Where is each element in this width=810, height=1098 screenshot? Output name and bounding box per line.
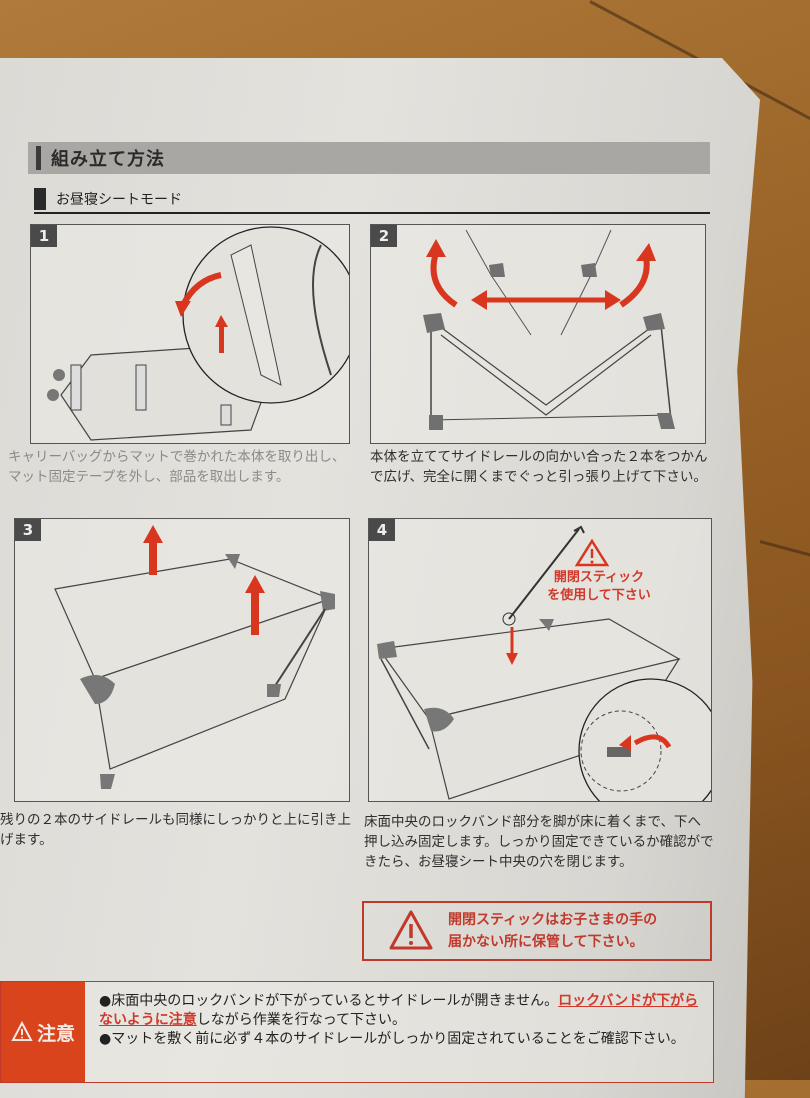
stick-callout: 開閉スティック を使用して下さい [519, 569, 679, 605]
stick-callout-line2: を使用して下さい [547, 588, 651, 603]
caution-section: 注意 ●床面中央のロックバンドが下がっているとサイドレールが開きません。ロックバ… [0, 981, 714, 1083]
stick-callout-line1: 開閉スティック [553, 570, 645, 585]
caution-label-text: 注意 [36, 1022, 75, 1045]
caution-item-1: ●床面中央のロックバンドが下がっているとサイドレールが開きません。ロックバンドが… [99, 992, 699, 1030]
caution-items: ●床面中央のロックバンドが下がっているとサイドレールが開きません。ロックバンドが… [99, 992, 699, 1049]
step-1-illustration: 1 [30, 224, 350, 444]
step-number: 3 [15, 519, 41, 541]
step-number: 2 [371, 225, 397, 247]
step-number: 1 [31, 225, 57, 247]
raise-rails-illustration [54, 525, 335, 789]
caution-label: 注意 [1, 982, 85, 1082]
main-heading: 組み立て方法 [28, 142, 710, 174]
warning-triangle-icon [389, 910, 433, 950]
caution-triangle-icon [11, 1021, 33, 1041]
carry-bag-illustration [47, 226, 349, 441]
wood-grain-line [759, 540, 810, 564]
warning-line1: 開閉スティックはお子さまの手の [448, 912, 658, 928]
caution-item-2: ●マットを敷く前に必ず４本のサイドレールがしっかり固定されていることをご確認下さ… [99, 1031, 685, 1047]
caution-item-1-emphasis: ロックバンドが下がらないように注意 [99, 993, 699, 1028]
step-4-description: 床面中央のロックバンド部分を脚が床に着くまで、下へ押し込み固定します。しっかり固… [364, 814, 714, 870]
step-3-illustration: 3 [14, 518, 350, 802]
caution-item-1-text: ●床面中央のロックバンドが下がっているとサイドレールが開きません。 [99, 993, 559, 1009]
page-title: 組み立て方法 [51, 149, 165, 170]
section-title: お昼寝シートモード [56, 192, 182, 208]
step-2-description: 本体を立ててサイドレールの向かい合った２本をつかんで広げ、完全に開くまでぐっと引… [370, 449, 708, 485]
step-4-illustration: 4 開閉スティック を使用して下さい [368, 518, 712, 802]
lock-band-illustration [377, 525, 711, 801]
step-number: 4 [369, 519, 395, 541]
step-1-description: キャリーバッグからマットで巻かれた本体を取り出し、マット固定テープを外し、部品を… [8, 449, 346, 485]
stick-storage-warning: 開閉スティックはお子さまの手の 届かない所に保管して下さい。 [362, 901, 712, 961]
step-2-illustration: 2 [370, 224, 706, 444]
caution-item-1-suffix: しながら作業を行なって下さい。 [196, 1012, 407, 1028]
open-playpen-illustration [423, 229, 675, 430]
heading-bar [36, 146, 41, 170]
sub-heading: お昼寝シートモード [34, 186, 710, 214]
sub-heading-bar [34, 188, 46, 210]
step-3-description: 残りの２本のサイドレールも同様にしっかりと上に引き上げます。 [0, 812, 351, 848]
warning-line2: 届かない所に保管して下さい。 [448, 934, 644, 950]
